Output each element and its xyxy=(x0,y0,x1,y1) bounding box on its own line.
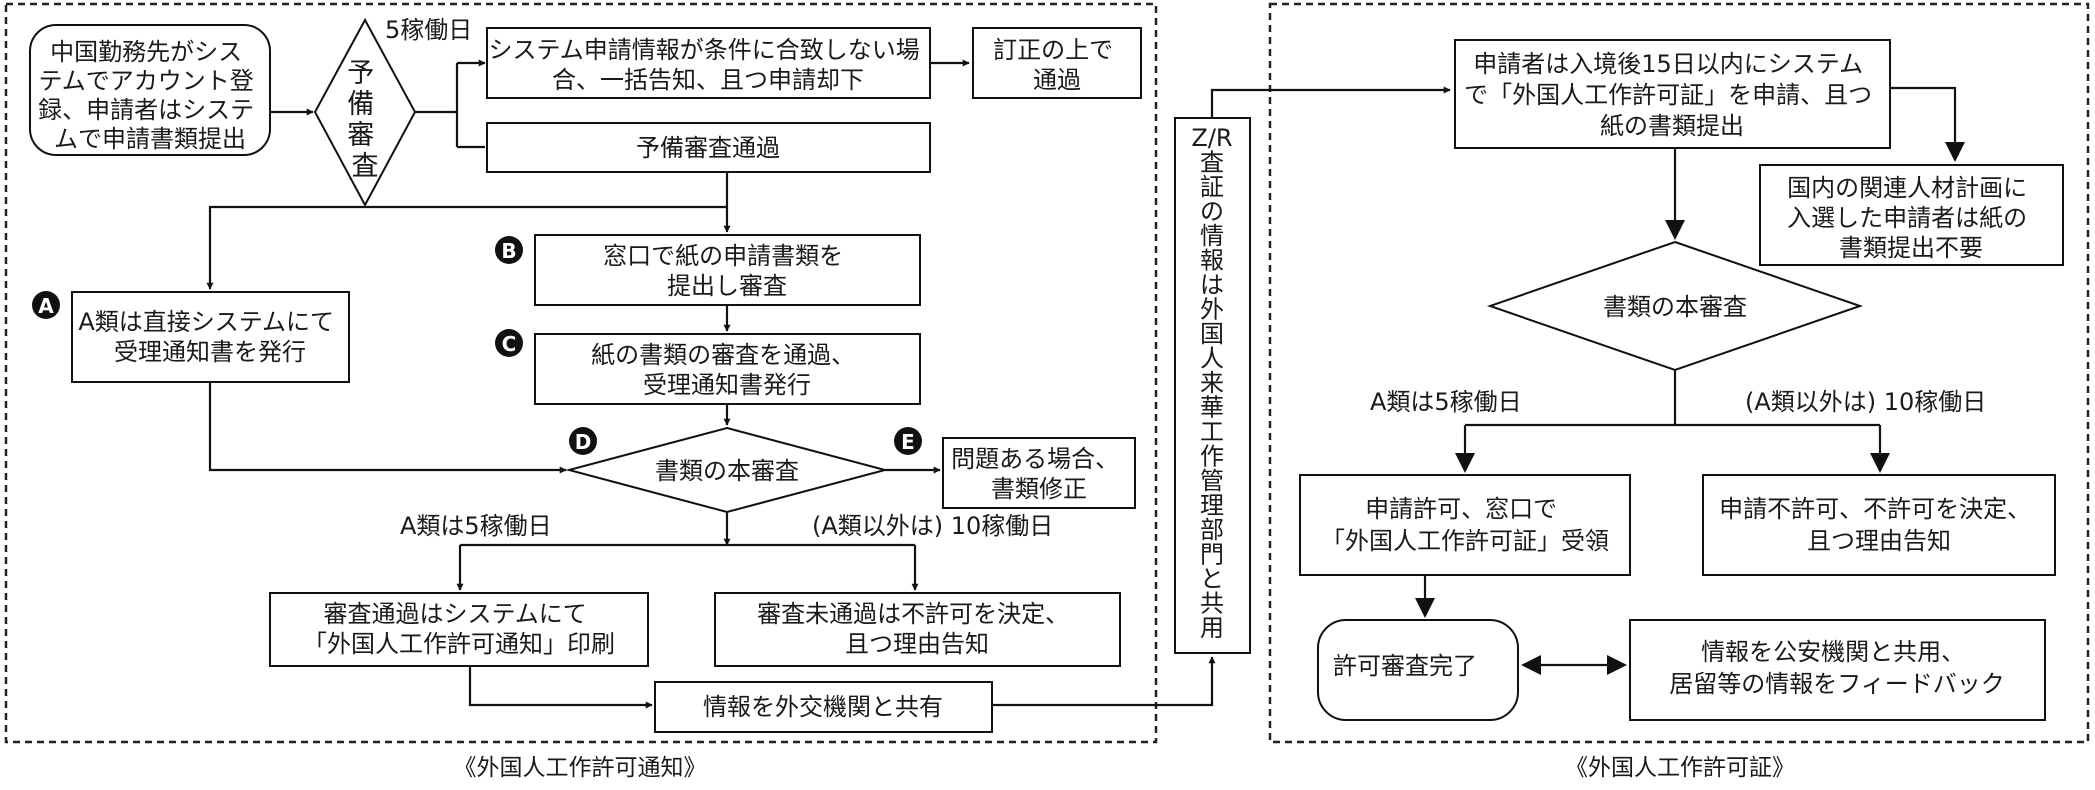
notice-caption: 《外国人工作許可通知》 xyxy=(454,755,707,781)
zr-visa-info-char: は xyxy=(1200,271,1224,299)
share-diplomatic-text: 情報を外交機関と共有 xyxy=(703,693,943,721)
zr-visa-info-char: 証 xyxy=(1200,173,1224,201)
box-a xyxy=(71,291,350,383)
zr-visa-info-char: 部 xyxy=(1200,516,1224,544)
box-c xyxy=(534,333,921,405)
deny-text: 申請不許可、不許可を決定、 且つ理由告知 xyxy=(1719,495,2039,555)
zr-visa-info-char: 華 xyxy=(1200,394,1224,422)
marker-c: C xyxy=(502,332,517,356)
reject-text: システム申請情報が条件に合致しない場 合、一括告知、且つ申請却下 xyxy=(489,36,928,94)
zr-visa-info-char: と xyxy=(1200,565,1224,593)
fail-box xyxy=(714,592,1121,667)
right-other-days-label: (A類以外は) 10稼働日 xyxy=(1745,388,1986,416)
permit-section-frame xyxy=(1268,2,2090,744)
zr-visa-info-char: 査 xyxy=(1200,149,1224,177)
pass-text: 審査通過はシステムにて 「外国人工作許可通知」印刷 xyxy=(303,600,615,658)
box-e xyxy=(942,437,1136,509)
apply-permit-text: 申請者は入境後15日以内にシステム で「外国人工作許可証」を申請、且つ 紙の書類… xyxy=(1464,50,1880,140)
zr-visa-info-char: 人 xyxy=(1200,345,1224,373)
left-other-days-label: (A類以外は) 10稼働日 xyxy=(812,512,1053,540)
share-diplomatic-box xyxy=(654,681,993,733)
marker-a-circle xyxy=(32,291,60,319)
complete-text: 許可審査完了 xyxy=(1333,652,1477,680)
zr-visa-info-char: 門 xyxy=(1200,541,1224,569)
zr-visa-info-char: Z/R xyxy=(1191,124,1232,152)
zr-visa-info-char: 情 xyxy=(1200,222,1224,250)
marker-e: E xyxy=(901,430,915,454)
permit-text: 申請許可、窓口で 「外国人工作許可証」受領 xyxy=(1321,495,1609,555)
marker-b-circle xyxy=(495,236,523,264)
permit-box xyxy=(1299,474,1631,576)
right-connectors xyxy=(1415,86,1965,675)
zr-visa-info-box xyxy=(1174,117,1251,654)
zr-visa-info-char: 管 xyxy=(1200,467,1224,495)
prelim-pass-box xyxy=(486,122,931,173)
marker-c-circle xyxy=(495,329,523,357)
box-b-text: 窓口で紙の申請書類を 提出し審査 xyxy=(603,242,851,300)
left-connectors xyxy=(206,59,970,709)
zr-visa-info-char: 工 xyxy=(1200,418,1224,446)
prelim-review-text: 予 備 審 査 xyxy=(347,58,383,182)
zr-visa-info-char: 理 xyxy=(1200,492,1224,520)
zr-visa-info-char: 国 xyxy=(1200,320,1224,348)
apply-permit-box xyxy=(1454,39,1891,149)
box-a-text: A類は直接システムにて 受理通知書を発行 xyxy=(78,308,341,366)
zr-visa-info-char: 来 xyxy=(1200,369,1224,397)
prelim-review-decision xyxy=(313,17,417,208)
zr-visa-info-char: の xyxy=(1200,198,1224,226)
right-main-review-text: 書類の本審査 xyxy=(1603,293,1747,321)
marker-e-circle xyxy=(894,427,922,455)
start-text: 中国勤務先がシス テムでアカウント登 録、申請者はシステ ムで申請書類提出 xyxy=(38,38,262,153)
notice-section-frame xyxy=(4,2,1158,744)
zr-visa-info-char: 作 xyxy=(1200,443,1224,471)
fail-text: 審査未通過は不許可を決定、 且つ理由告知 xyxy=(757,600,1077,658)
marker-d-circle xyxy=(569,427,597,455)
marker-b: B xyxy=(501,239,516,263)
marker-d: D xyxy=(575,430,592,454)
exempt-box xyxy=(1759,164,2064,266)
prelim-pass-text: 予備審査通過 xyxy=(636,134,780,162)
reject-box xyxy=(486,27,931,99)
correct-box xyxy=(972,27,1142,99)
marker-a: A xyxy=(38,294,54,318)
correct-text: 訂正の上で 通過 xyxy=(993,36,1121,94)
share-security-text: 情報を公安機関と共用、 居留等の情報をフィードバック xyxy=(1669,638,2005,698)
box-e-text: 問題ある場合、 書類修正 xyxy=(951,445,1127,503)
prelim-days-label: 5稼働日 xyxy=(385,16,472,44)
zr-visa-info-char: 外 xyxy=(1200,296,1224,324)
deny-box xyxy=(1702,474,2056,576)
complete-box xyxy=(1317,619,1519,721)
start-box xyxy=(29,24,271,156)
right-a-days-label: A類は5稼働日 xyxy=(1370,388,1522,416)
permit-caption: 《外国人工作許可証》 xyxy=(1565,755,1795,781)
exempt-text: 国内の関連人材計画に 入選した申請者は紙の 書類提出不要 xyxy=(1787,174,2035,262)
box-c-text: 紙の書類の審査を通過、 受理通知書発行 xyxy=(591,341,863,399)
box-b xyxy=(534,234,921,306)
pass-box xyxy=(269,592,649,667)
main-review-text: 書類の本審査 xyxy=(655,457,799,485)
middle-connectors xyxy=(992,86,1451,707)
zr-visa-info-char: 用 xyxy=(1200,614,1224,642)
zr-visa-info-char: 共 xyxy=(1200,590,1224,618)
left-a-days-label: A類は5稼働日 xyxy=(400,512,552,540)
zr-visa-info-char: 報 xyxy=(1200,247,1224,275)
share-security-box xyxy=(1629,619,2046,721)
